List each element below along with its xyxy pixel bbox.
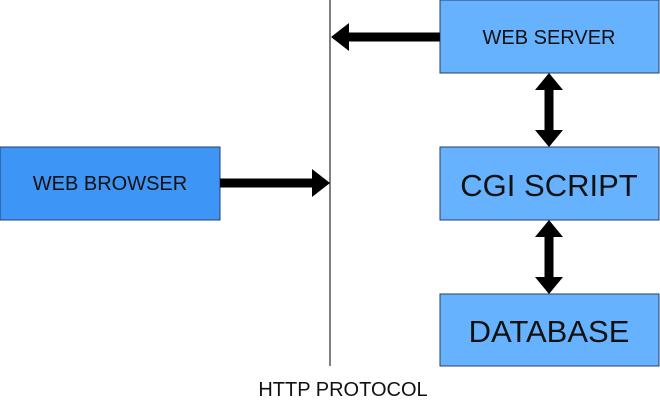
web-server-label: WEB SERVER [483, 27, 616, 49]
web-server-box [439, 0, 660, 74]
server-cgi-double-arrow [535, 73, 563, 147]
database-label: DATABASE [469, 314, 630, 349]
web-browser-label: WEB BROWSER [33, 173, 187, 195]
database-box [439, 293, 660, 367]
cgi-script-node: CGI SCRIPT [439, 146, 660, 221]
server-to-protocol-arrow [331, 23, 440, 51]
cgi-script-label: CGI SCRIPT [460, 168, 637, 203]
web-browser-node: WEB BROWSER [0, 146, 221, 221]
web-server-node: WEB SERVER [439, 0, 660, 74]
cgi-database-double-arrow [535, 220, 563, 294]
cgi-script-box [439, 146, 660, 221]
web-browser-box [0, 146, 221, 221]
database-node: DATABASE [439, 293, 660, 367]
browser-to-protocol-arrow [220, 169, 330, 197]
http-protocol-label: HTTP PROTOCOL [258, 379, 427, 401]
